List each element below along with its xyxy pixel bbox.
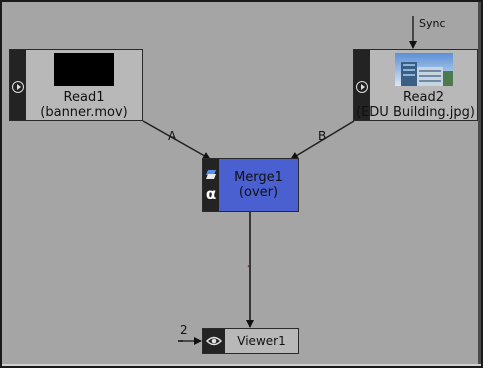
wire-label-b: B bbox=[318, 129, 327, 143]
read1-node[interactable]: Read1 (banner.mov) bbox=[9, 49, 143, 121]
alpha-icon[interactable]: α bbox=[205, 185, 217, 204]
canvas-right-border bbox=[478, 2, 481, 366]
wire-midpoint-dot bbox=[247, 263, 251, 268]
merge1-node[interactable]: α Merge1 (over) bbox=[202, 158, 299, 212]
eye-icon[interactable] bbox=[206, 335, 222, 347]
read2-node[interactable]: Read2 (EDU Building.jpg) bbox=[353, 49, 478, 121]
wire-label-sync: Sync bbox=[419, 17, 446, 30]
play-circle-icon[interactable] bbox=[12, 81, 24, 93]
merge1-name: Merge1 bbox=[234, 170, 283, 185]
merge1-strip: α bbox=[203, 159, 219, 211]
wire-label-a: A bbox=[168, 129, 177, 143]
read1-thumbnail bbox=[54, 53, 114, 86]
read1-strip bbox=[10, 50, 26, 120]
read1-name: Read1 bbox=[63, 90, 105, 105]
merge1-body: Merge1 (over) bbox=[219, 159, 298, 211]
merge1-operation: (over) bbox=[238, 185, 279, 200]
read2-name: Read2 bbox=[403, 90, 444, 105]
canvas-bottom-border bbox=[2, 364, 481, 366]
merge-icon[interactable] bbox=[205, 168, 217, 180]
viewer1-name: Viewer1 bbox=[237, 333, 286, 348]
read2-thumbnail bbox=[394, 53, 453, 86]
read2-strip bbox=[354, 50, 370, 120]
viewer1-body: Viewer1 bbox=[225, 329, 298, 353]
read2-file: (EDU Building.jpg) bbox=[356, 105, 475, 120]
play-circle-icon[interactable] bbox=[356, 81, 368, 93]
read2-body: Read2 (EDU Building.jpg) bbox=[356, 50, 477, 120]
viewer1-node[interactable]: Viewer1 bbox=[202, 328, 299, 354]
wire-read1-to-merge-a[interactable] bbox=[142, 120, 211, 160]
read1-body: Read1 (banner.mov) bbox=[26, 50, 142, 120]
viewer1-strip bbox=[203, 329, 225, 353]
read1-file: (banner.mov) bbox=[40, 105, 128, 120]
wire-read2-to-merge-b[interactable] bbox=[290, 120, 355, 160]
viewer-input-number: 2 bbox=[180, 323, 188, 337]
